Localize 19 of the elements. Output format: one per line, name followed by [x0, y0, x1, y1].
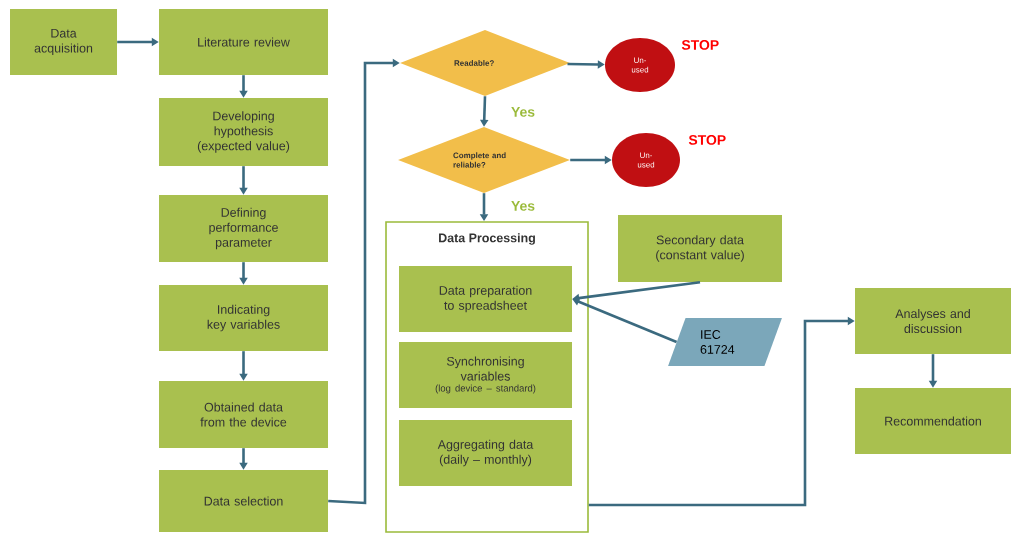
process-box: Indicating key variables	[159, 285, 328, 351]
edge-label: Yes	[510, 200, 537, 212]
stop-label: STOP	[681, 40, 719, 50]
input-parallelogram: IEC 61724	[668, 318, 782, 366]
process-box: Defining performance parameter	[159, 195, 328, 262]
process-box: Analyses and discussion	[855, 288, 1011, 354]
process-box: Aggregating data (daily – monthly)	[399, 420, 572, 486]
process-box: Literature review	[159, 9, 328, 75]
edge-label: Yes	[510, 106, 537, 118]
arrow	[572, 297, 678, 344]
process-box: Recommendation	[855, 388, 1011, 454]
stop-label: STOP	[688, 135, 726, 145]
process-box: Data acquisition	[10, 9, 117, 75]
process-box: Data preparation to spreadsheet	[399, 266, 572, 332]
process-box: Secondary data (constant value)	[618, 215, 782, 282]
process-box: Developing hypothesis (expected value)	[159, 98, 328, 166]
process-box: Synchronising variables (log device – standard)	[399, 342, 572, 408]
process-box: Data selection	[159, 470, 328, 532]
process-box: Obtained data from the device	[159, 381, 328, 448]
